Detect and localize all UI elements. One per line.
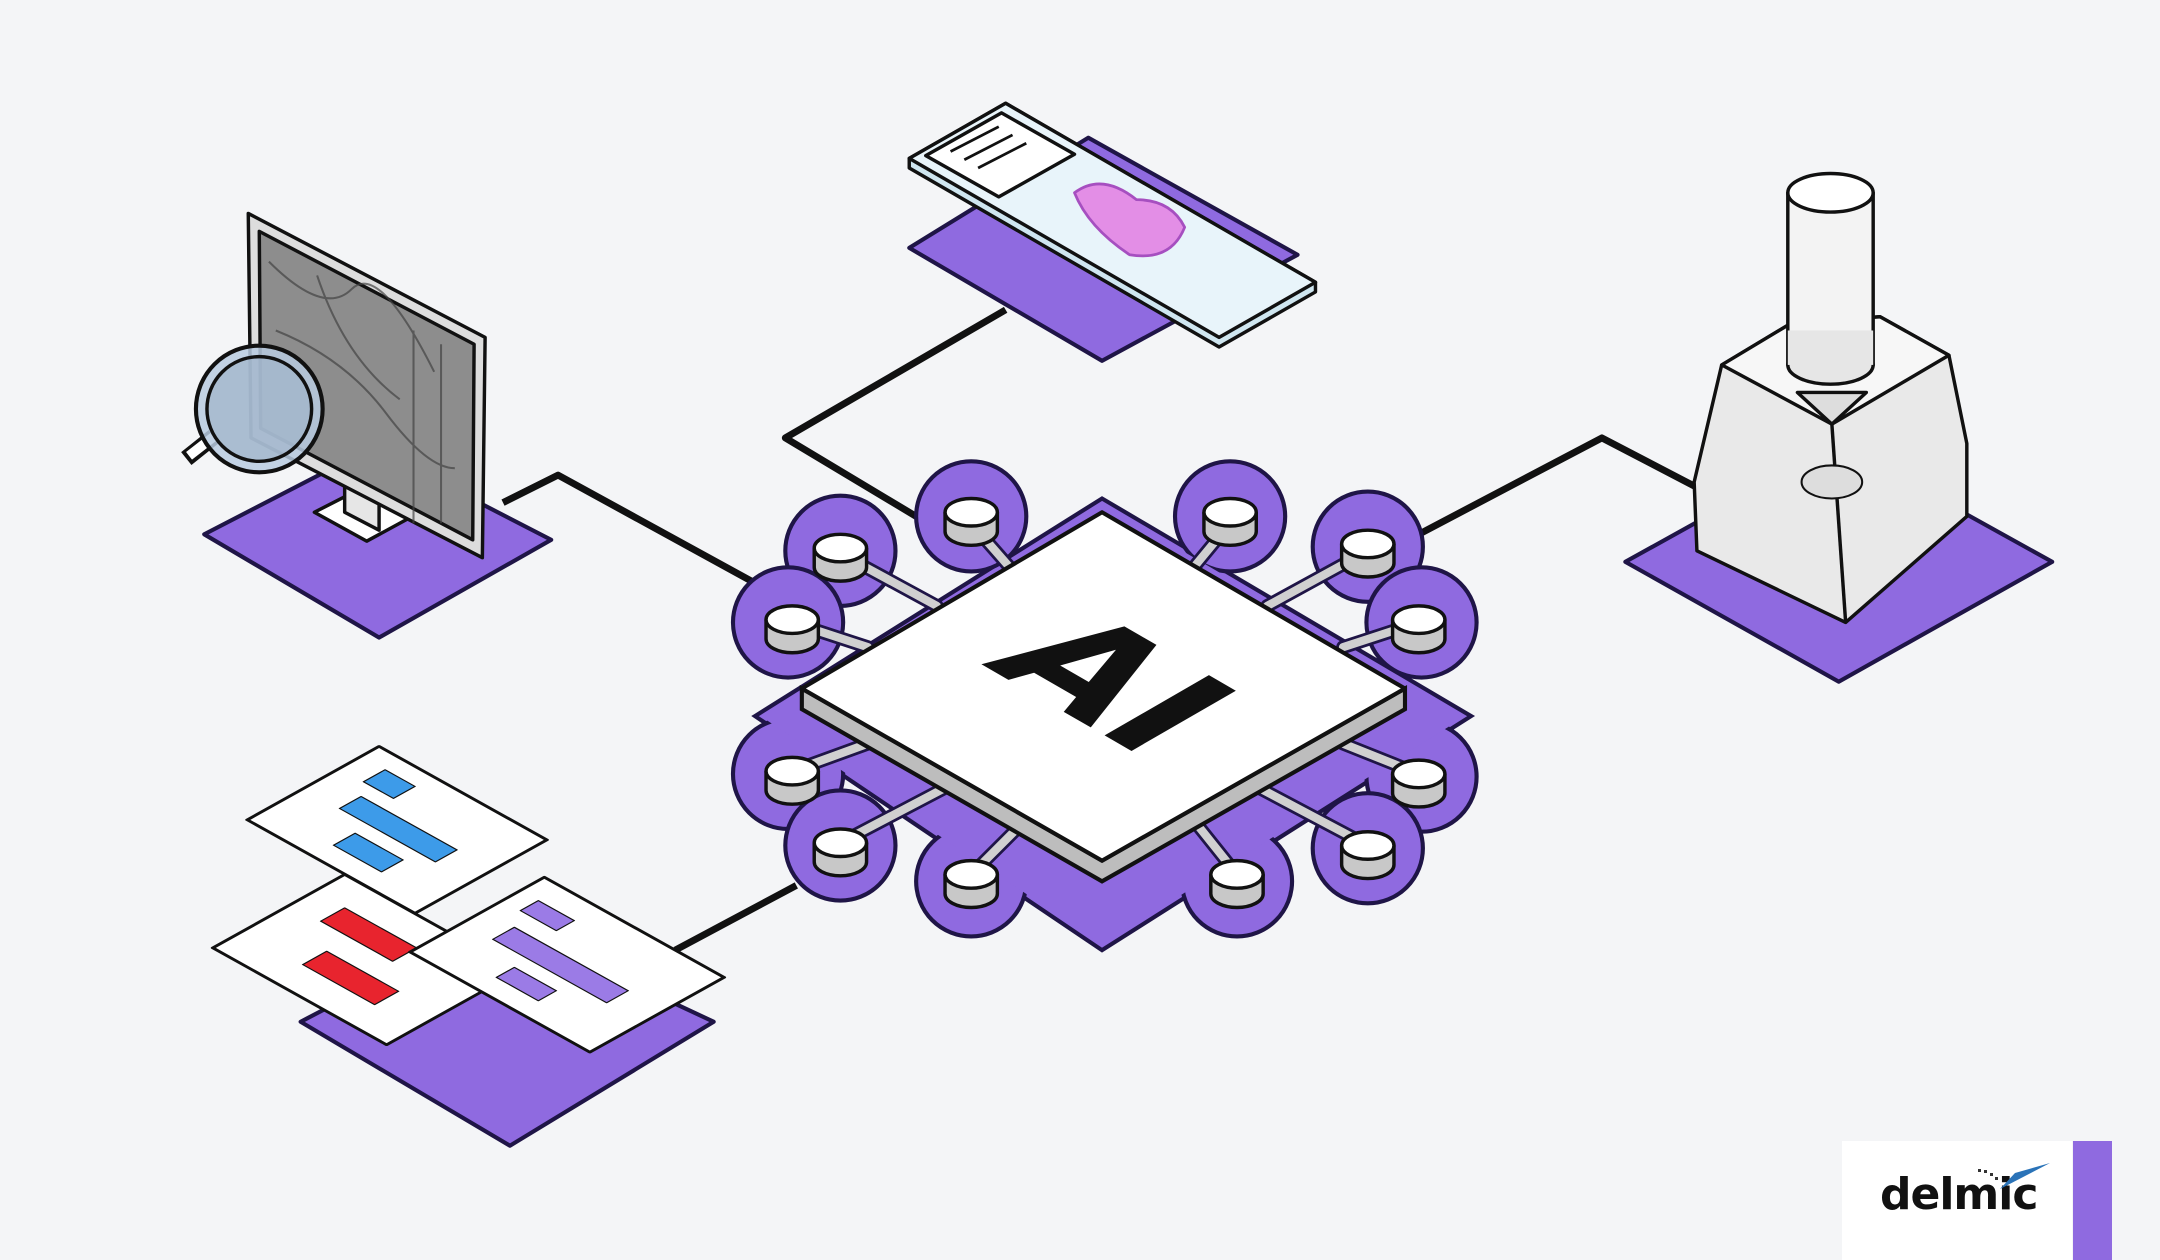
- chip-pin-top: [943, 858, 1000, 890]
- logo-swoosh-icon: [1978, 1163, 2050, 1189]
- ai-chip-icon: AI: [730, 459, 1479, 953]
- chip-pin-top: [943, 496, 1000, 528]
- chip-top: [799, 510, 1408, 863]
- chip-pin-top: [1209, 858, 1265, 890]
- chip-pin-top: [1390, 758, 1447, 790]
- monitor-with-magnifier-icon: [181, 211, 487, 560]
- link-microscope: [1417, 434, 1699, 538]
- chip-pin-top: [764, 604, 821, 636]
- link-monitor: [501, 471, 774, 596]
- chip-pin-top: [1339, 830, 1396, 861]
- link-slide: [781, 306, 1008, 520]
- brand-accent-bar: [2073, 1141, 2112, 1260]
- microscope-icon: [1692, 171, 1969, 625]
- link-charts: [673, 882, 798, 954]
- chart-card-red: [210, 873, 521, 1046]
- chip-pin-top: [1202, 496, 1258, 528]
- box-plot-charts-icon: [210, 745, 727, 1054]
- platform-monitor: [202, 445, 554, 640]
- microscope-slide-icon: [907, 101, 1318, 349]
- delmic-logo: delmic: [1842, 1141, 2072, 1260]
- chart-card-blue: [245, 745, 549, 915]
- chip-pin-top: [1390, 604, 1447, 636]
- chip-pin-top: [1339, 528, 1396, 560]
- chip-pin-top: [764, 755, 821, 787]
- chart-card-purple: [408, 875, 727, 1054]
- chip-pin-top: [812, 827, 869, 859]
- chip-pin-top: [812, 532, 869, 564]
